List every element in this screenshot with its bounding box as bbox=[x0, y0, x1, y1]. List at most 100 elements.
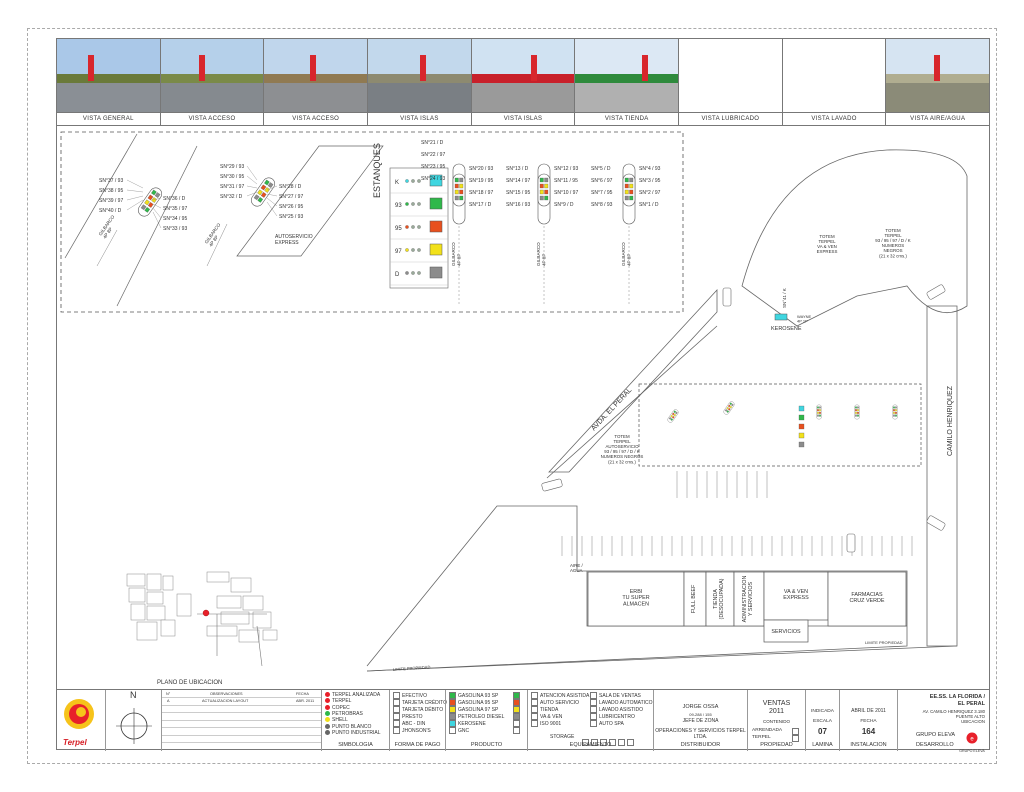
shop-name: TIENDA(DESOCUPADA) bbox=[713, 578, 725, 619]
mini-dispenser bbox=[723, 401, 735, 415]
eleva-logo-text: GRUPO ELEVA bbox=[959, 749, 985, 753]
city-block bbox=[220, 611, 250, 625]
contenido-title: CONTENIDO bbox=[763, 719, 790, 724]
city-block bbox=[136, 621, 158, 641]
fecha-value: ABRIL DE 2011 bbox=[851, 708, 886, 714]
equip-label: LAVADO AUTOMATICO bbox=[599, 699, 653, 706]
hose-label: SN°13 / D bbox=[506, 166, 529, 172]
hose-label: SN°19 / 95 bbox=[469, 178, 493, 184]
air-water-label: AIRE /AGUA bbox=[570, 563, 583, 573]
mini-tank bbox=[798, 405, 805, 412]
equip-item: VA & VEN bbox=[531, 713, 562, 721]
producto-item: GASOLINA 95 SP bbox=[449, 699, 520, 707]
terpel-logo-cell: Terpel bbox=[57, 690, 105, 751]
simbologia-item: SHELL bbox=[325, 717, 348, 725]
servicios-label: SERVICIOS bbox=[771, 629, 801, 635]
simbologia-item: PUNTO INDUSTRIAL bbox=[325, 730, 381, 738]
sign-pole bbox=[933, 55, 940, 82]
hose-label: SN°11 / 95 bbox=[554, 178, 578, 184]
photo-caption: VISTA ISLAS bbox=[503, 116, 543, 122]
drawing-sheet bbox=[56, 38, 990, 750]
legend-dot-icon bbox=[325, 692, 330, 698]
tank-dot bbox=[417, 271, 421, 275]
hose-label: SN°30 / 95 bbox=[220, 174, 244, 180]
equip-label: LUBRICENTRO bbox=[599, 713, 635, 720]
product-swatch-icon bbox=[449, 692, 456, 699]
product-swatch-icon bbox=[449, 727, 456, 734]
tank-dot bbox=[411, 271, 415, 275]
tank-dot bbox=[411, 248, 415, 252]
tank-color-swatch bbox=[429, 220, 443, 233]
hose-label: SN°4 / 93 bbox=[639, 166, 661, 172]
rev-head-num: N° bbox=[166, 692, 171, 696]
lamina-title: LAMINA bbox=[812, 742, 833, 749]
storage-boxes bbox=[582, 734, 636, 752]
station-address: AV. CAMILO HENRIQUEZ 3.180 bbox=[922, 709, 985, 714]
city-block bbox=[216, 595, 242, 609]
equip-label: AUTO SERVICIO bbox=[540, 699, 579, 706]
equip-item: AUTO SERVICIO bbox=[531, 699, 579, 707]
hose-label: SN°5 / D bbox=[591, 166, 611, 172]
north-arrow-icon bbox=[116, 708, 152, 744]
dispenser-unit bbox=[137, 187, 163, 217]
hose-label: SN°10 / 97 bbox=[554, 190, 578, 196]
hose-label: SN°17 / D bbox=[469, 202, 492, 208]
photo-cell: VISTA ACCESO bbox=[264, 39, 369, 125]
city-block bbox=[146, 573, 162, 591]
photo-cell: VISTA ISLAS bbox=[368, 39, 472, 125]
location-plan bbox=[126, 571, 278, 667]
checkbox-icon bbox=[531, 699, 538, 706]
pago-item: JHONSON'S bbox=[393, 727, 431, 735]
site-photo bbox=[471, 39, 575, 113]
product-check-icon bbox=[513, 699, 520, 706]
product-check-icon bbox=[513, 713, 520, 720]
checkbox-icon bbox=[792, 728, 799, 735]
simbologia-item: PETROBRAS bbox=[325, 711, 363, 719]
hose-label: SN°6 / 97 bbox=[591, 178, 613, 184]
pago-label: TARJETA DÉBITO bbox=[402, 706, 444, 713]
dispenser-unit bbox=[537, 173, 551, 207]
storage-box-icon bbox=[582, 739, 589, 747]
rev-head-obs: OBSERVACIONES bbox=[210, 692, 243, 696]
tank-label: D bbox=[395, 272, 400, 278]
escala-title: ESCALA bbox=[813, 719, 832, 724]
revision-line bbox=[162, 690, 321, 698]
simbologia-item: TERPEL ANALIZADA bbox=[325, 692, 380, 700]
photo-cell: VISTA ISLAS bbox=[471, 39, 576, 125]
north-arrow-cell: N bbox=[105, 690, 161, 751]
hose-label: SN°37 / 93 bbox=[99, 178, 123, 184]
north-label: N bbox=[130, 690, 137, 700]
city-block bbox=[146, 591, 164, 605]
equip-item: ISO 9001 bbox=[531, 720, 561, 728]
producto-item: GNC bbox=[449, 727, 520, 735]
product-swatch-icon bbox=[449, 720, 456, 727]
legend-dot-icon bbox=[325, 711, 330, 717]
parking-stripes bbox=[561, 471, 913, 556]
instalacion-title: INSTALACION bbox=[850, 742, 887, 749]
tanks-title: ESTANQUES bbox=[372, 143, 382, 198]
drawing-frame bbox=[27, 28, 997, 764]
hose-label: SN°12 / 93 bbox=[554, 166, 578, 172]
legend-dot-icon bbox=[325, 698, 330, 704]
mini-tank bbox=[798, 432, 805, 439]
simbologia-label: PUNTO INDUSTRIAL bbox=[332, 729, 381, 736]
pago-title: FORMA DE PAGO bbox=[394, 742, 441, 749]
tank-label: 97 bbox=[395, 249, 402, 255]
hose-label: SN°20 / 93 bbox=[469, 166, 493, 172]
product-check-icon bbox=[513, 720, 520, 727]
location-marker bbox=[202, 609, 210, 617]
hose-label: SN°9 / D bbox=[554, 202, 574, 208]
hose-label: SN°35 / 97 bbox=[163, 206, 187, 212]
tank-color-swatch bbox=[429, 243, 443, 256]
hose-label: SN°39 / 97 bbox=[99, 198, 123, 204]
property-limit-2: LIMITE PROPIEDAD bbox=[865, 640, 903, 645]
